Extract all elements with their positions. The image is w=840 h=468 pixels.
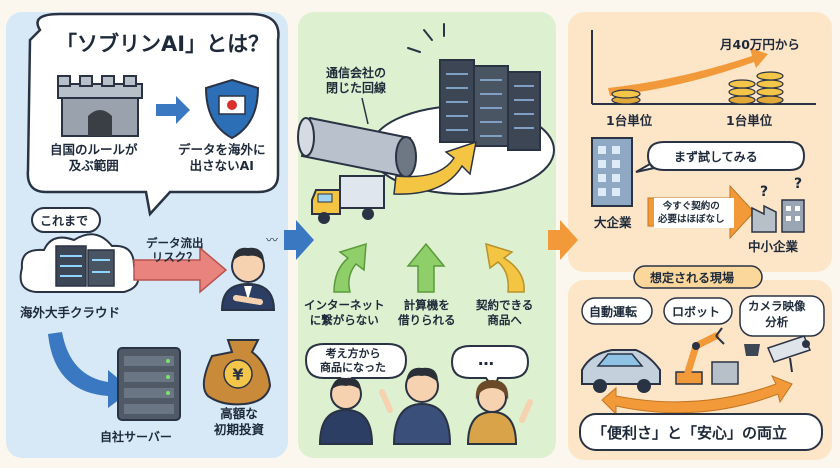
try-speech-bubble xyxy=(635,141,806,173)
double-arrow-icon xyxy=(601,375,793,416)
factor-label-2: 計算機を 借りられる xyxy=(398,298,456,327)
down-arrow-icon xyxy=(48,332,132,408)
unit-left-label: 1台単位 xyxy=(606,113,653,128)
own-server-icon xyxy=(117,347,181,421)
tag-label-2: ロボット xyxy=(672,305,721,319)
question-mark-1: ? xyxy=(760,184,769,200)
cost-label: 高額な 初期投資 xyxy=(214,406,265,437)
left-to-mid-arrow-icon xyxy=(284,220,314,260)
money-bag-icon: ¥ xyxy=(202,339,272,406)
before-tag: これまで xyxy=(40,214,89,228)
before-tag-box xyxy=(31,207,101,233)
risk-arrow-icon xyxy=(133,246,228,294)
speech-b-text: … xyxy=(478,350,494,369)
factor-label-3: 契約できる 商品へ xyxy=(476,298,534,327)
title-bubble xyxy=(26,12,280,217)
try-speech-text: まず試してみる xyxy=(674,150,758,164)
field-heading-box xyxy=(633,265,763,289)
question-mark-2: ? xyxy=(794,176,803,192)
business-people-icon xyxy=(318,367,533,445)
office-building-icon xyxy=(591,137,633,207)
tag-label-3: カメラ映像 分析 xyxy=(748,299,806,329)
tag-label-1: 自動運転 xyxy=(589,305,638,319)
line-label: 通信会社の 閉じた回線 xyxy=(326,66,387,95)
cloud-server-icon xyxy=(55,245,115,287)
cloud-label: 海外大手クラウド xyxy=(20,305,121,320)
data-arrow-icon xyxy=(393,140,477,195)
conclusion-text: 「便利さ」と「安心」の両立 xyxy=(592,424,788,442)
big-company-label: 大企業 xyxy=(594,215,632,230)
speech-a-text: 考え方から 商品になった xyxy=(320,347,386,374)
sme-label: 中小企業 xyxy=(748,239,799,254)
coin-stack-large-icon xyxy=(728,71,784,105)
factory-icon xyxy=(751,199,805,233)
castle-icon xyxy=(57,75,143,137)
mid-to-right-arrow-icon xyxy=(548,220,578,260)
field-heading: 想定される現場 xyxy=(650,271,735,285)
sparkle-icon xyxy=(407,23,445,53)
contract-note-box xyxy=(654,198,734,228)
risk-label: データ流出 リスク？ xyxy=(146,236,204,264)
tag-box-2 xyxy=(663,297,733,325)
svg-text:¥: ¥ xyxy=(232,365,243,384)
arrow-to-shield-icon xyxy=(156,96,190,124)
datacenter-icon xyxy=(439,59,541,151)
line-label-pointer xyxy=(361,97,369,125)
pipe-icon xyxy=(297,116,417,178)
shield-label: データを海外に 出さないAI xyxy=(178,142,266,173)
castle-label: 自国のルールが 及ぶ範囲 xyxy=(50,142,138,173)
robot-arm-icon xyxy=(675,327,739,385)
green-up-arrow-mid-icon xyxy=(406,242,446,293)
factor-label-1: インターネット に繋がらない xyxy=(304,298,385,327)
truck-icon xyxy=(311,175,385,224)
conclusion-box xyxy=(579,413,823,451)
contract-note: 今すぐ契約の 必要はほぼなし xyxy=(658,201,725,225)
unit-right-label: 1台単位 xyxy=(726,113,773,128)
security-camera-icon xyxy=(744,335,812,373)
price-label: 月40万円から xyxy=(720,37,800,52)
car-icon xyxy=(581,349,661,393)
growth-arrow-icon xyxy=(608,48,768,96)
tag-box-1 xyxy=(581,297,653,325)
shield-icon xyxy=(204,78,260,140)
coin-stack-small-icon xyxy=(611,89,641,105)
title-text: 「ソブリンAI」とは？ xyxy=(56,32,270,56)
green-up-arrow-left-icon xyxy=(333,242,367,293)
svg-text:〰: 〰 xyxy=(266,233,278,247)
server-label: 自社サーバー xyxy=(100,430,172,444)
worried-man-icon: 〰 xyxy=(220,233,278,311)
yellow-up-arrow-right-icon xyxy=(485,242,525,293)
tag-box-3 xyxy=(739,295,825,337)
